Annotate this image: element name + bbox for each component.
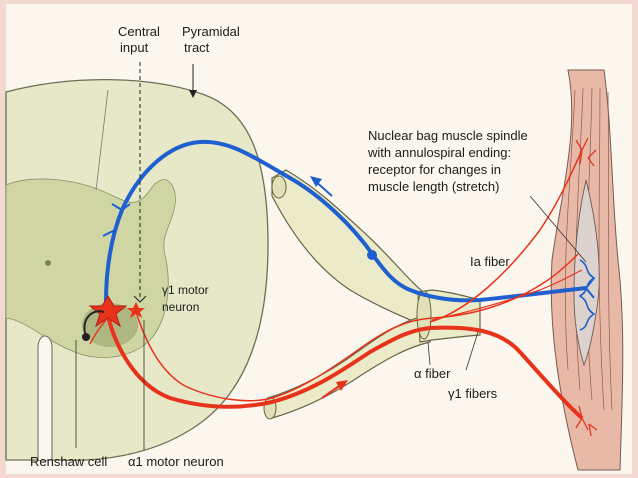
alpha-motor-neuron [88,295,128,328]
motor-endplates-bottom [575,405,598,437]
alpha-efferent-fiber [106,315,584,420]
central-canal [37,335,53,460]
ia-afferent-fiber [104,139,587,303]
label-gamma-motor-neuron-2: neuron [162,300,199,314]
label-spindle-1: Nuclear bag muscle spindle [368,128,528,143]
gamma-fibers-leader-line [465,331,479,371]
spindle-leader-line [529,195,587,263]
label-gamma-motor-neuron-1: γ1 motor [162,283,209,297]
dorsal-septum [95,89,109,191]
pyramidal-tract-arrowhead [189,90,197,98]
gamma-fiber-upper [431,269,583,321]
gamma-motor-neuron [127,302,145,318]
ia-spindle-branches [585,277,595,299]
label-central-input-1: Central [118,24,160,39]
label-alpha-motor-neuron: α1 motor neuron [128,454,224,469]
label-pyramidal-tract-2: tract [184,40,210,55]
label-gamma-fibers: γ1 fibers [448,386,498,401]
label-pyramidal-tract-1: Pyramidal [182,24,240,39]
dorsal-root-cut [271,175,287,199]
efferent-arrowhead [336,380,348,391]
alpha-fiber-leader-line [427,341,431,366]
label-central-input-2: input [120,40,149,55]
label-spindle-3: receptor for changes in [368,162,501,177]
alpha-fiber-to-top [429,149,583,323]
motor-endplates-top [575,137,597,167]
label-spindle-2: with annulospiral ending: [367,145,511,160]
label-alpha-fiber: α fiber [414,366,451,381]
afferent-arrowhead [310,176,322,187]
ia-ganglion-cell [367,250,377,260]
renshaw-cell-body [82,333,90,341]
renshaw-cell [83,310,105,337]
label-renshaw-cell: Renshaw cell [30,454,107,469]
gamma-efferent-fiber [135,253,579,402]
muscle-spindle [573,179,600,367]
central-input-terminal [133,295,147,303]
label-spindle-4: muscle length (stretch) [368,179,500,194]
small-dot [45,260,51,266]
label-ia-fiber: Ia fiber [470,254,510,269]
ia-branches-dorsal [102,203,131,237]
renshaw-collateral [89,319,107,345]
annulospiral-ending [578,259,596,331]
